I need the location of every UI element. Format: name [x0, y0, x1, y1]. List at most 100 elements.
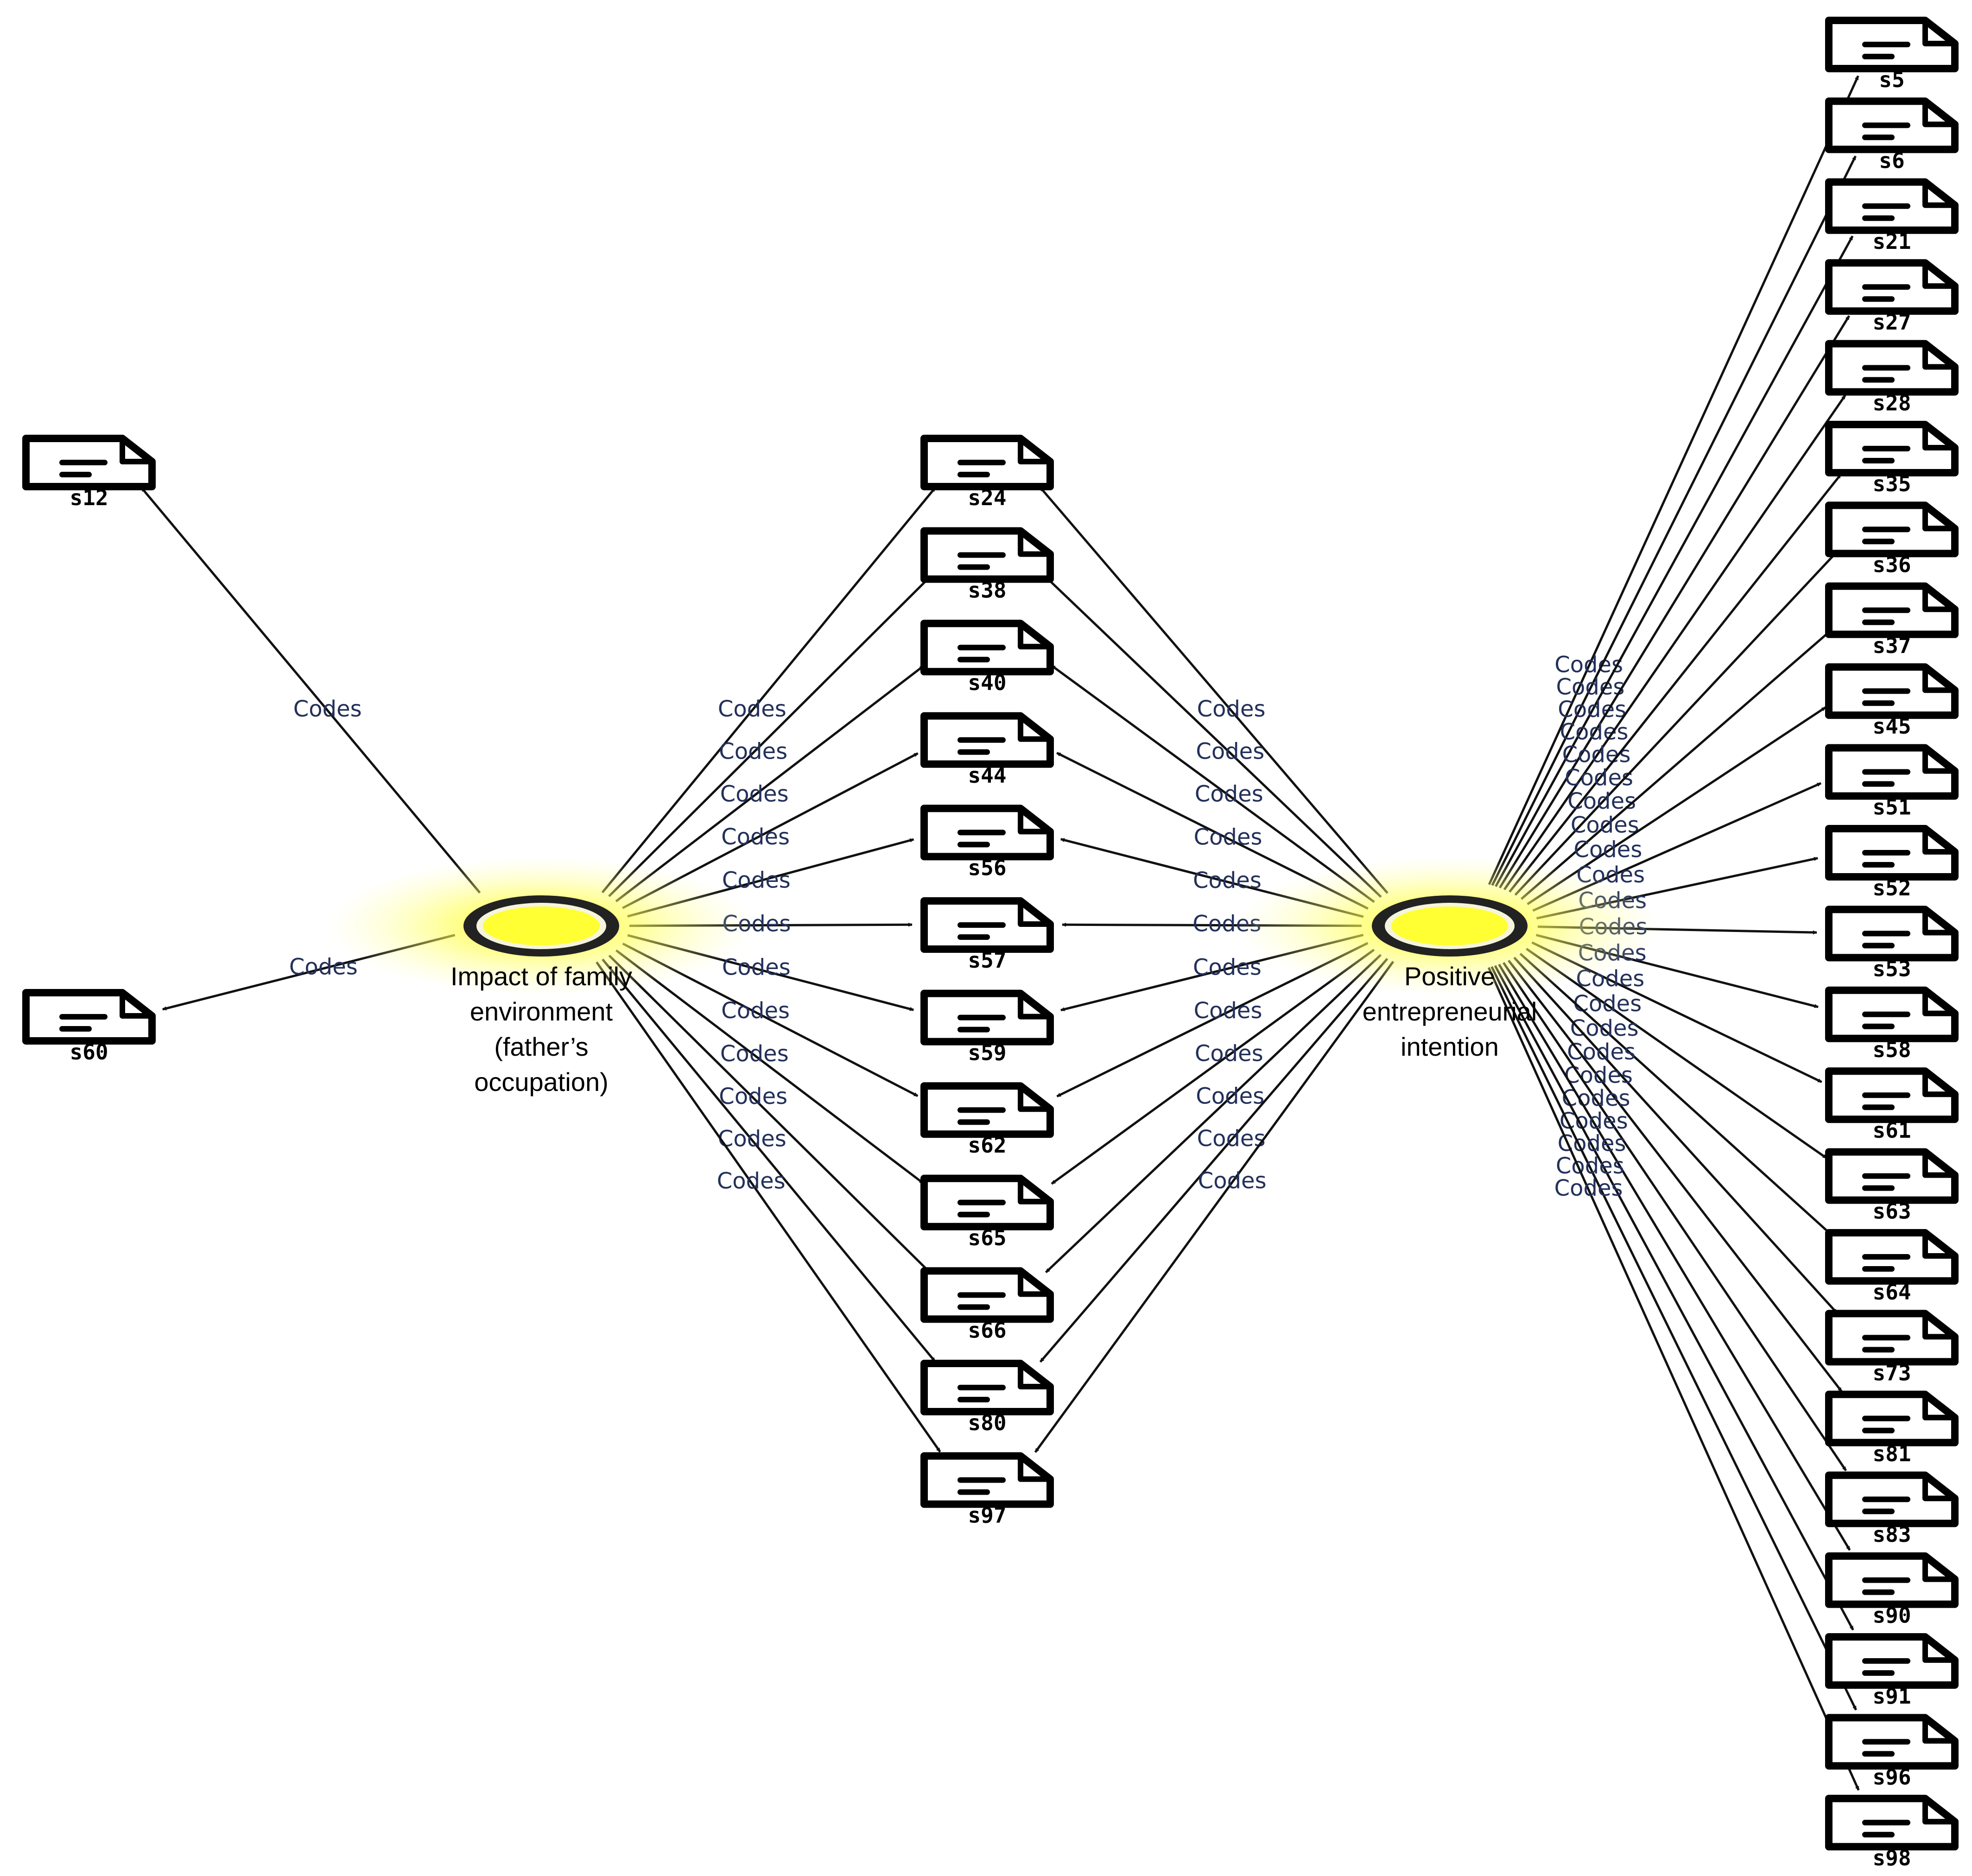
document-label: s56 — [968, 855, 1006, 880]
document-node[interactable]: s96 — [1825, 1714, 1959, 1789]
document-node[interactable]: s97 — [920, 1452, 1054, 1528]
document-icon — [1825, 501, 1959, 558]
document-icon — [920, 1360, 1054, 1415]
code-link-arrow — [615, 949, 924, 1185]
document-node[interactable]: s56 — [920, 805, 1054, 880]
document-node[interactable]: s28 — [1825, 340, 1959, 416]
code-link-arrow — [1503, 394, 1846, 891]
document-node[interactable]: s60 — [22, 989, 156, 1065]
edge-label-codes: Codes — [718, 696, 786, 722]
document-node[interactable]: s90 — [1825, 1552, 1959, 1628]
edge-label-codes: Codes — [1196, 739, 1264, 765]
code-link-arrow — [1498, 963, 1851, 1551]
document-label: s53 — [1872, 956, 1911, 981]
code-link-arrow — [1494, 965, 1854, 1631]
code-link-arrow — [1491, 155, 1857, 886]
edge-label-codes: Codes — [1558, 697, 1626, 723]
document-node[interactable]: s38 — [920, 527, 1054, 603]
edge-label-codes: Codes — [721, 998, 790, 1024]
document-icon — [1825, 744, 1959, 800]
code-label-line: entrepreneurial — [1363, 997, 1537, 1026]
edge-label-codes: Codes — [289, 954, 358, 980]
edge-label-codes: Codes — [1194, 998, 1262, 1024]
code-link-arrow — [1508, 959, 1843, 1393]
document-icon — [1825, 340, 1959, 396]
code-link-arrow — [1514, 552, 1837, 896]
edge-label-codes: Codes — [1570, 1015, 1639, 1041]
document-node[interactable]: s91 — [1825, 1633, 1959, 1709]
code-node-icon — [463, 895, 619, 957]
code-node-icon — [1372, 895, 1528, 957]
document-node[interactable]: s62 — [920, 1082, 1054, 1158]
document-node[interactable]: s5 — [1825, 17, 1959, 92]
edge-label-codes: Codes — [722, 868, 791, 894]
edge-label-codes: Codes — [1567, 1039, 1636, 1065]
code-label-line: occupation) — [474, 1067, 609, 1096]
document-node[interactable]: s64 — [1825, 1229, 1959, 1305]
edge-label-codes: Codes — [1556, 1153, 1624, 1179]
document-node[interactable]: s66 — [920, 1267, 1054, 1343]
code-node-family-environment[interactable]: Impact of familyenvironment(father’soccu… — [328, 856, 755, 1096]
edge-label-codes: Codes — [720, 781, 789, 807]
document-node[interactable]: s81 — [1825, 1390, 1959, 1466]
document-node[interactable]: s52 — [1825, 825, 1959, 900]
document-node[interactable]: s44 — [920, 712, 1054, 788]
edge-label-codes: Codes — [1567, 788, 1636, 814]
document-icon — [1825, 663, 1959, 719]
edge-label-codes: Codes — [1554, 1175, 1623, 1201]
document-node[interactable]: s65 — [920, 1174, 1054, 1250]
document-icon — [1825, 1067, 1959, 1123]
edge-label-codes: Codes — [1193, 868, 1262, 894]
code-link-arrow — [601, 487, 936, 894]
code-link-arrow — [1509, 473, 1842, 893]
code-link-arrow — [1051, 664, 1375, 903]
code-link-arrow — [1519, 953, 1833, 1236]
edge-label-codes: Codes — [293, 696, 362, 722]
document-node[interactable]: s24 — [920, 435, 1054, 510]
document-node[interactable]: s73 — [1825, 1310, 1959, 1385]
document-icon — [1825, 1552, 1959, 1608]
document-node[interactable]: s98 — [1825, 1794, 1959, 1870]
edge-label-codes: Codes — [1560, 719, 1629, 745]
document-node[interactable]: s80 — [920, 1360, 1054, 1435]
edge-label-codes: Codes — [1198, 1168, 1267, 1194]
document-node[interactable]: s40 — [920, 620, 1054, 695]
document-icon — [920, 435, 1054, 490]
document-node[interactable]: s83 — [1825, 1471, 1959, 1547]
document-node[interactable]: s21 — [1825, 178, 1959, 254]
document-label: s98 — [1872, 1845, 1911, 1870]
document-icon — [920, 897, 1054, 953]
document-node[interactable]: s53 — [1825, 906, 1959, 981]
document-label: s44 — [968, 763, 1006, 788]
document-node[interactable]: s57 — [920, 897, 1054, 973]
code-label-line: intention — [1401, 1032, 1499, 1061]
edge-label-codes: Codes — [722, 955, 791, 981]
edge-label-codes: Codes — [1573, 991, 1642, 1017]
document-node[interactable]: s35 — [1825, 421, 1959, 496]
document-node[interactable]: s27 — [1825, 259, 1959, 335]
document-icon — [1825, 582, 1959, 638]
edge-label-codes: Codes — [721, 824, 790, 850]
document-node[interactable]: s58 — [1825, 986, 1959, 1062]
document-icon — [920, 989, 1054, 1046]
document-label: s63 — [1872, 1199, 1911, 1224]
edge-label-codes: Codes — [1195, 781, 1263, 807]
document-node[interactable]: s36 — [1825, 501, 1959, 577]
document-label: s60 — [70, 1039, 108, 1065]
document-node[interactable]: s12 — [22, 435, 156, 510]
document-icon — [1825, 1390, 1959, 1446]
document-node[interactable]: s59 — [920, 989, 1054, 1065]
edge-label-codes: Codes — [1194, 824, 1262, 850]
document-node[interactable]: s6 — [1825, 97, 1959, 173]
document-label: s5 — [1879, 67, 1904, 92]
document-node[interactable]: s45 — [1825, 663, 1959, 739]
document-label: s28 — [1872, 391, 1911, 416]
document-node[interactable]: s37 — [1825, 582, 1959, 658]
document-icon — [1825, 825, 1959, 881]
document-icon — [1825, 1229, 1959, 1285]
document-node[interactable]: s51 — [1825, 744, 1959, 820]
document-node[interactable]: s61 — [1825, 1067, 1959, 1143]
document-node[interactable]: s63 — [1825, 1148, 1959, 1224]
